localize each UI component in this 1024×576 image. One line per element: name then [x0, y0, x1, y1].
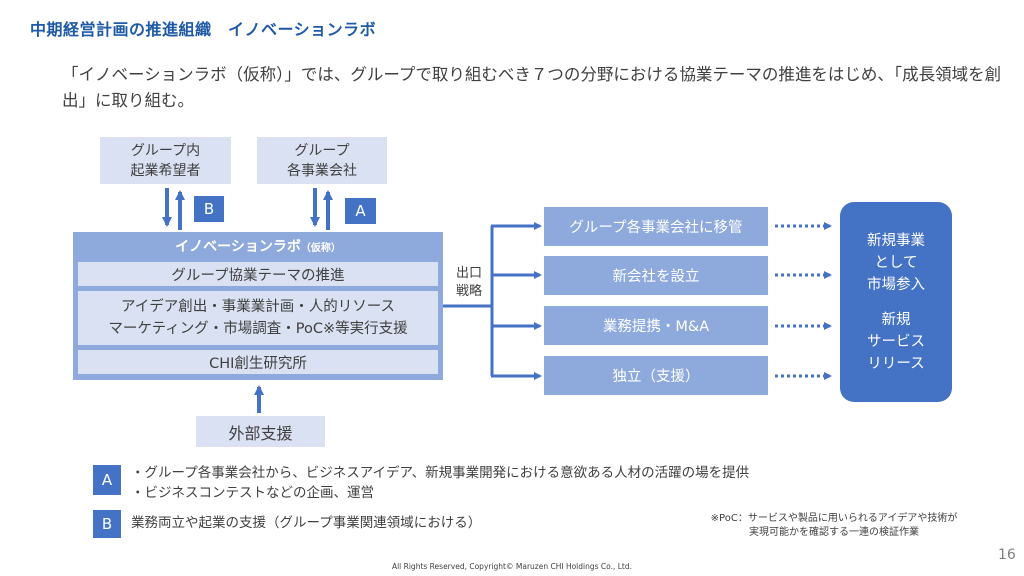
external-support-box: 外部支援	[196, 416, 325, 447]
lab-row2-line1: アイデア創出・事業業計画・人的リソース	[120, 299, 396, 315]
lab-title-suffix: （仮称）	[300, 243, 341, 254]
legend-a-line2: ・ビジネスコンテストなどの企画、運営	[131, 485, 374, 501]
legend-b-text: 業務両立や起業の支援（グループ事業関連領域における）	[131, 515, 482, 531]
legend-a-line1: ・グループ各事業会社から、ビジネスアイデア、新規事業開発における意欲ある人材の活…	[131, 465, 750, 481]
result-box: 新規事業 として 市場参入 新規 サービス リリース	[840, 202, 952, 402]
lab-row2-line2: マーケティング・市場調査・PoC※等実行支援	[108, 321, 408, 337]
poc-note-line2: 実現可能かを確認する一連の検証作業	[749, 527, 919, 538]
source-left-line1: グループ内	[130, 142, 201, 159]
lab-row-institute: CHI創生研究所	[78, 350, 438, 374]
lab-title-main: イノベーションラボ	[175, 239, 301, 255]
result-bottom-line2: サービス	[867, 334, 925, 350]
exit-strategy-label: 出口 戦略	[456, 265, 482, 301]
exit-line1: 出口	[456, 266, 483, 281]
source-group-companies: グループ 各事業会社	[257, 137, 387, 184]
result-bottom-line3: リリース	[867, 356, 925, 372]
lab-title: イノベーションラボ（仮称）	[73, 236, 443, 256]
result-top-line2: として	[874, 255, 918, 271]
innovation-lab-box: イノベーションラボ（仮称） グループ協業テーマの推進 アイデア創出・事業業計画・…	[73, 232, 443, 380]
lab-row-collab: グループ協業テーマの推進	[78, 262, 438, 286]
source-group-entrepreneurs: グループ内 起業希望者	[100, 137, 231, 184]
intro-text: 「イノベーションラボ（仮称）」では、グループで取り組むべき７つの分野における協業…	[62, 65, 1002, 110]
footer-copyright: All Rights Reserved, Copyright© Maruzen …	[391, 562, 633, 571]
lab-row-support: アイデア創出・事業業計画・人的リソース マーケティング・市場調査・PoC※等実行…	[78, 291, 438, 345]
result-top-line1: 新規事業	[867, 233, 925, 249]
source-right-line2: 各事業会社	[287, 162, 357, 179]
result-top-line3: 市場参入	[867, 277, 925, 293]
page-title: 中期経営計画の推進組織 イノベーションラボ	[30, 20, 377, 39]
poc-note-line1: ※PoC：サービスや製品に用いられるアイデアや技術が	[710, 513, 958, 524]
outcome-transfer: グループ各事業会社に移管	[544, 207, 768, 246]
page-number: 16	[998, 547, 1016, 563]
legend-badge-b: B	[93, 510, 121, 538]
poc-note: ※PoC：サービスや製品に用いられるアイデアや技術が 実現可能かを確認する一連の…	[684, 512, 984, 540]
exit-line2: 戦略	[456, 284, 483, 299]
source-left-line2: 起業希望者	[130, 162, 201, 179]
outcome-new-company: 新会社を設立	[544, 256, 768, 295]
outcome-alliance: 業務提携・M&A	[544, 306, 768, 345]
result-bottom-line1: 新規	[881, 312, 911, 328]
result-top: 新規事業 として 市場参入	[840, 230, 952, 296]
legend-badge-a: A	[93, 465, 121, 495]
result-bottom: 新規 サービス リリース	[840, 309, 952, 375]
outcome-independence: 独立（支援）	[544, 356, 768, 395]
legend-a-text: ・グループ各事業会社から、ビジネスアイデア、新規事業開発における意欲ある人材の活…	[131, 463, 749, 503]
badge-a: A	[345, 198, 376, 224]
source-right-line1: グループ	[294, 142, 350, 159]
badge-b: B	[194, 196, 224, 222]
